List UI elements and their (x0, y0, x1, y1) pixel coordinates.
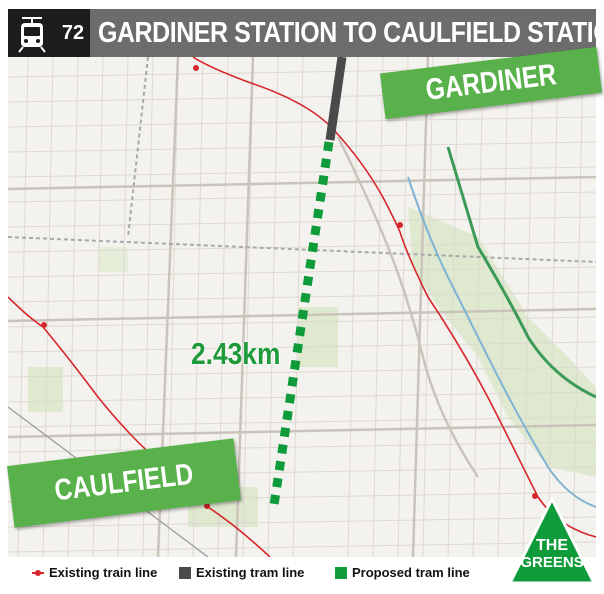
header-bar (8, 9, 596, 57)
park-area (28, 367, 63, 412)
existing-tram-icon (179, 566, 191, 579)
street-map: 2.43km (8, 57, 596, 557)
creek (407, 176, 596, 508)
train-stations (41, 65, 538, 509)
existing-tram-line (325, 57, 347, 141)
triangle-logo-icon (508, 497, 596, 585)
proposed-tram-icon (335, 566, 347, 579)
legend-train: Existing train line (32, 565, 157, 580)
legend-train-label: Existing train line (49, 565, 158, 580)
caulfield-label: CAULFIELD (52, 457, 196, 508)
distance-label: 2.43km (191, 336, 281, 371)
legend-proposed-tram-label: Proposed tram line (352, 565, 470, 580)
legend-proposed-tram: Proposed tram line (335, 565, 470, 580)
freeway (8, 236, 596, 263)
tram-icon (8, 9, 56, 57)
map-legend: Existing train line Existing tram line P… (8, 557, 596, 587)
logo-line2: GREENS (520, 554, 584, 571)
logo-line1: THE (536, 537, 568, 554)
train-line (192, 57, 596, 538)
freeway-green (446, 146, 596, 399)
freeway (127, 57, 149, 238)
page-title: GARDINER STATION TO CAULFIELD STATION (98, 17, 604, 49)
train-line-icon (32, 569, 44, 576)
greens-logo: THE GREENS (508, 497, 596, 587)
legend-existing-tram-label: Existing tram line (196, 565, 305, 580)
legend-existing-tram: Existing tram line (179, 565, 304, 580)
park-area (98, 247, 128, 272)
route-number: 72 (56, 9, 90, 57)
